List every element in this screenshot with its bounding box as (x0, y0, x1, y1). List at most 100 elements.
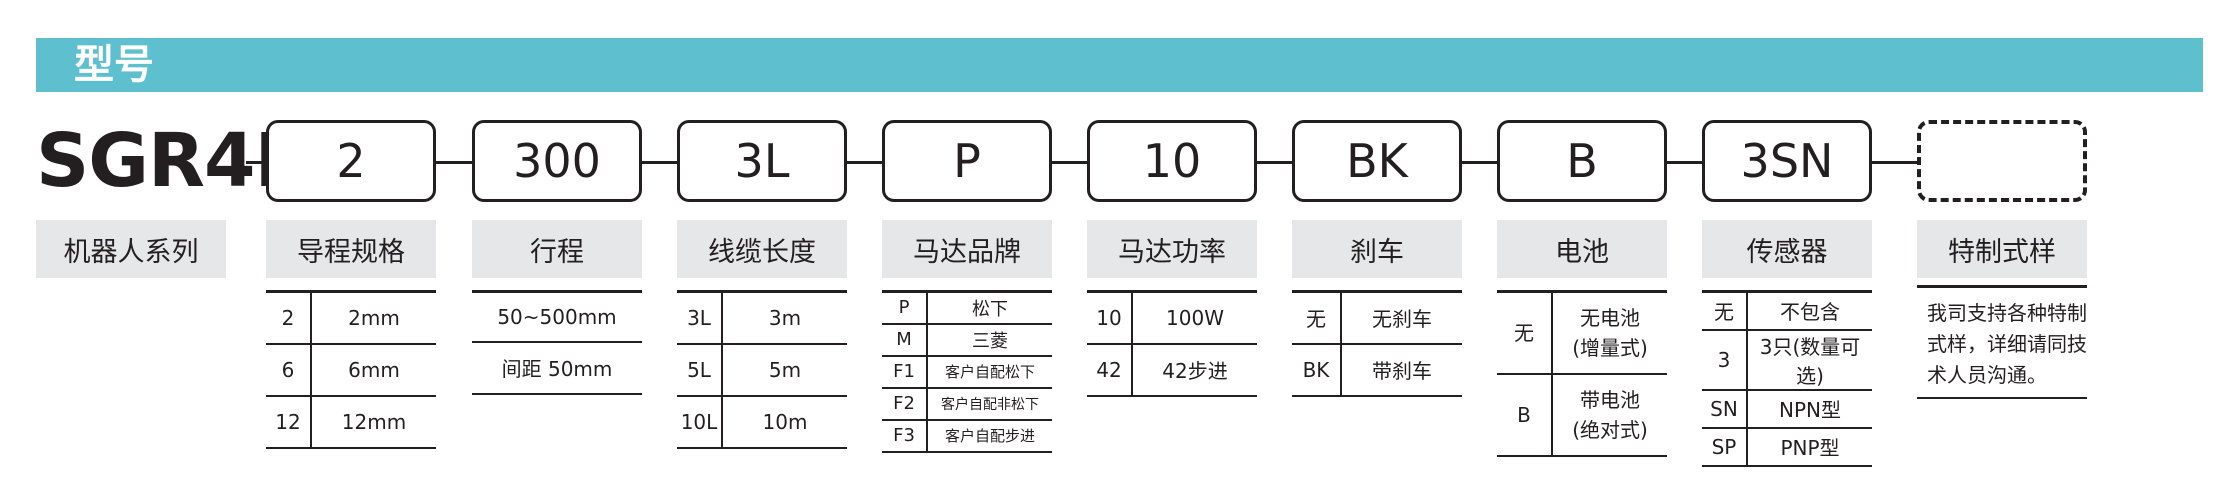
option-code: 10 (1087, 290, 1133, 345)
code-box-brake: BK (1292, 120, 1462, 202)
code-box-cable-length: 3L (677, 120, 847, 202)
connector-line (1462, 161, 1497, 164)
option-value: 无刹车 (1341, 290, 1462, 345)
header-cable-length: 线缆长度 (677, 220, 847, 278)
header-battery: 电池 (1497, 220, 1667, 278)
table-row: 无不包含 (1702, 290, 1872, 331)
option-code: 无 (1497, 290, 1553, 375)
option-code: 5L (677, 343, 723, 397)
battery-option-label: 无电池 (1580, 305, 1640, 330)
battery-option-label: 带电池 (1580, 387, 1640, 412)
option-value: 无电池 (增量式) (1552, 290, 1667, 375)
code-box-sensor: 3SN (1702, 120, 1872, 202)
option-code: SP (1702, 427, 1748, 467)
option-code: SN (1702, 389, 1748, 429)
connector-line (847, 161, 882, 164)
code-box-custom (1917, 120, 2087, 202)
code-box-stroke: 300 (472, 120, 642, 202)
custom-note-line: 我司支持各种特制 (1927, 301, 2087, 325)
connector-line (642, 161, 677, 164)
table-row: 50~500mm (472, 290, 642, 343)
option-code: F1 (882, 355, 928, 389)
option-value: PNP型 (1747, 427, 1872, 467)
table-stroke: 50~500mm 间距 50mm (472, 290, 642, 395)
option-value: 带刹车 (1341, 343, 1462, 397)
option-value: 50~500mm (472, 290, 642, 343)
option-value: 带电池 (绝对式) (1552, 373, 1667, 457)
code-box-lead: 2 (266, 120, 436, 202)
option-value: 客户自配松下 (927, 355, 1052, 389)
code-box-motor-power: 10 (1087, 120, 1257, 202)
custom-note: 我司支持各种特制 式样，详细请同技 术人员沟通。 (1917, 285, 2087, 399)
option-value: 10m (722, 395, 847, 449)
code-box-battery: B (1497, 120, 1667, 202)
header-sensor: 传感器 (1702, 220, 1872, 278)
option-code: 3L (677, 290, 723, 345)
custom-note-line: 式样，详细请同技 (1927, 332, 2087, 356)
option-code: F3 (882, 419, 928, 453)
option-value: 3只(数量可选) (1747, 329, 1872, 391)
option-code: P (882, 290, 928, 325)
option-code: 无 (1292, 290, 1342, 345)
option-value: 6mm (311, 343, 436, 397)
header-stroke: 行程 (472, 220, 642, 278)
connector-line (246, 161, 266, 164)
connector-line (1667, 161, 1702, 164)
section-title: 型号 (74, 42, 154, 88)
header-motor-brand: 马达品牌 (882, 220, 1052, 278)
battery-option-type: (增量式) (1572, 335, 1648, 360)
option-value: 松下 (927, 290, 1052, 325)
option-value: 间距 50mm (472, 341, 642, 395)
option-value: 2mm (311, 290, 436, 345)
code-box-motor-brand: P (882, 120, 1052, 202)
option-code: 6 (266, 343, 312, 397)
connector-line (1872, 161, 1917, 164)
header-custom: 特制式样 (1917, 220, 2087, 278)
connector-line (1257, 161, 1292, 164)
series-label: 机器人系列 (36, 220, 226, 278)
option-code: 12 (266, 395, 312, 449)
header-brake: 刹车 (1292, 220, 1462, 278)
option-code: BK (1292, 343, 1342, 397)
option-value: 3m (722, 290, 847, 345)
battery-option-type: (绝对式) (1572, 417, 1648, 442)
option-value: 42步进 (1132, 343, 1257, 397)
option-code: 2 (266, 290, 312, 345)
custom-note-line: 术人员沟通。 (1927, 363, 2047, 387)
option-value: 三菱 (927, 323, 1052, 357)
option-value: 100W (1132, 290, 1257, 345)
header-motor-power: 马达功率 (1087, 220, 1257, 278)
option-code: 无 (1702, 290, 1748, 331)
table-row: 间距 50mm (472, 341, 642, 395)
option-value: 客户自配步进 (927, 419, 1052, 453)
connector-line (436, 161, 472, 164)
option-value: 12mm (311, 395, 436, 449)
table-row: 无无刹车 (1292, 290, 1462, 345)
header-lead: 导程规格 (266, 220, 436, 278)
option-code: 10L (677, 395, 723, 449)
option-value: NPN型 (1747, 389, 1872, 429)
option-code: 42 (1087, 343, 1133, 397)
table-row: 无 无电池 (增量式) (1497, 290, 1667, 375)
